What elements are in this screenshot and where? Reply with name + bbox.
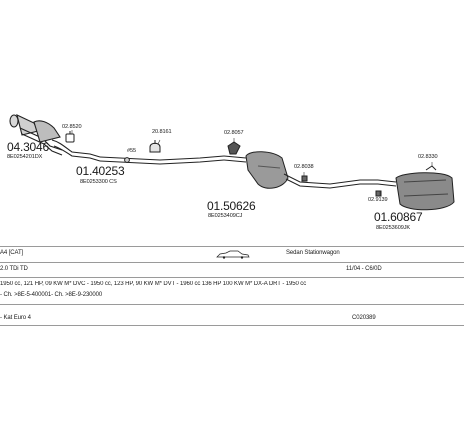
table-rule-1 bbox=[0, 246, 464, 247]
oem-number-4: 8E0253609JK bbox=[376, 225, 411, 231]
part-number-2: 01.40253 bbox=[76, 164, 125, 178]
engine-type: 2.0 TDi TD bbox=[0, 266, 28, 272]
clamp-1 bbox=[65, 131, 75, 143]
car-silhouette-icon bbox=[216, 250, 250, 259]
hanger-1 bbox=[227, 141, 241, 155]
ref-number-4a: 02.8038 bbox=[294, 164, 314, 170]
oem-number-2: 8E0253300 CS bbox=[80, 179, 117, 185]
table-rule-3 bbox=[0, 277, 464, 278]
engine-specs: 1950 cc, 121 HP, 09 KW M* DVC - 1950 cc,… bbox=[0, 281, 307, 287]
ref-number-2: 20.8161 bbox=[152, 129, 172, 135]
middle-pipe bbox=[99, 155, 225, 165]
rear-muffler bbox=[377, 165, 455, 211]
model-name: A4 [CAT] bbox=[0, 250, 24, 256]
ref-number-3: 02.8057 bbox=[224, 130, 244, 136]
ref-number-4c: 02.9139 bbox=[368, 197, 388, 203]
part-number-1: 04.3046 bbox=[7, 140, 49, 154]
mark-55: #55 bbox=[127, 148, 137, 154]
leader-lines bbox=[71, 130, 433, 196]
clamp-2 bbox=[149, 140, 161, 153]
production-dates: 11/04 - C6/0D bbox=[346, 266, 382, 272]
ref-number-1: 02.8520 bbox=[62, 124, 82, 130]
part-number-3: 01.50626 bbox=[207, 199, 256, 213]
table-rule-2 bbox=[0, 262, 464, 263]
oem-number-1: 8E0254201DX bbox=[7, 154, 43, 160]
emission-class: - Kat Euro 4 bbox=[0, 315, 31, 321]
table-rule-5 bbox=[0, 325, 464, 326]
front-pipe-catalyst bbox=[9, 114, 101, 162]
ref-number-4b: 02.8330 bbox=[418, 154, 438, 160]
catalogue-code: C020389 bbox=[352, 315, 376, 321]
center-muffler bbox=[223, 151, 378, 189]
chassis-range: - Ch. >8E-5-400001- Ch. >8E-9-230000 bbox=[0, 292, 103, 298]
part-number-4: 01.60867 bbox=[374, 210, 423, 224]
oem-number-3: 8E0253409CJ bbox=[208, 213, 243, 219]
hanger-2 bbox=[301, 175, 382, 197]
table-rule-4 bbox=[0, 304, 464, 305]
body-type: Sedan Stationwagon bbox=[286, 250, 340, 256]
